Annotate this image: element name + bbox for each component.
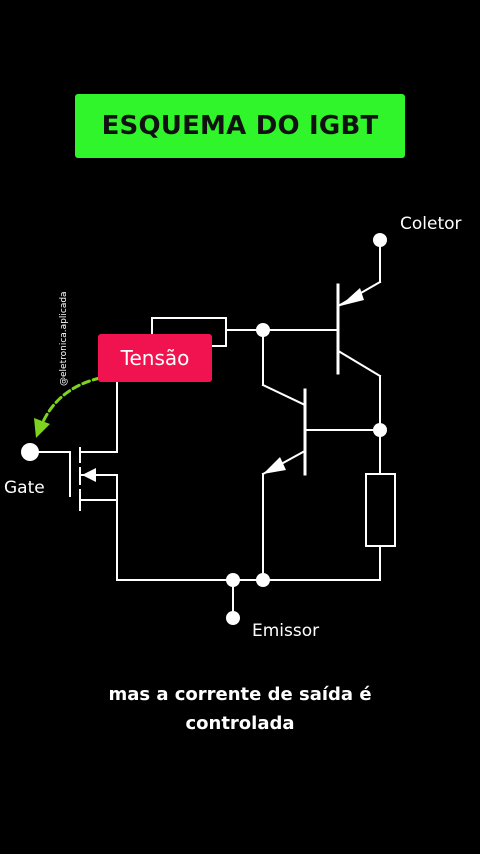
caption-line-1: mas a corrente de saída é bbox=[108, 684, 372, 705]
emitter-label: Emissor bbox=[252, 621, 320, 641]
voltage-label: Tensão bbox=[120, 346, 190, 370]
bottom-node bbox=[256, 573, 270, 587]
pnp-emitter-lead bbox=[338, 350, 382, 378]
right-resistor bbox=[365, 473, 396, 547]
npn-collector-diag bbox=[261, 383, 307, 407]
gate-pointer-arrow bbox=[40, 376, 102, 426]
title: ESQUEMA DO IGBT bbox=[101, 111, 379, 141]
collector-label: Coletor bbox=[400, 214, 462, 234]
title-banner: ESQUEMA DO IGBT bbox=[75, 94, 405, 158]
subtitle-caption: mas a corrente de saída é controlada bbox=[0, 680, 480, 738]
right-node bbox=[373, 423, 387, 437]
base-node bbox=[256, 323, 270, 337]
watermark: @eletronica.aplicada bbox=[59, 291, 69, 386]
emitter-node bbox=[226, 573, 240, 587]
emitter-terminal bbox=[226, 611, 240, 625]
npn-emitter-arrow bbox=[263, 457, 286, 474]
pnp-emitter-arrow bbox=[340, 288, 364, 306]
voltage-badge: Tensão bbox=[98, 334, 212, 382]
gate-pointer-arrowhead bbox=[34, 418, 50, 438]
gate-terminal bbox=[21, 443, 39, 461]
gate-label: Gate bbox=[4, 478, 45, 498]
mosfet-arrow bbox=[82, 468, 96, 482]
caption-line-2: controlada bbox=[185, 713, 295, 734]
collector-terminal bbox=[373, 233, 387, 247]
